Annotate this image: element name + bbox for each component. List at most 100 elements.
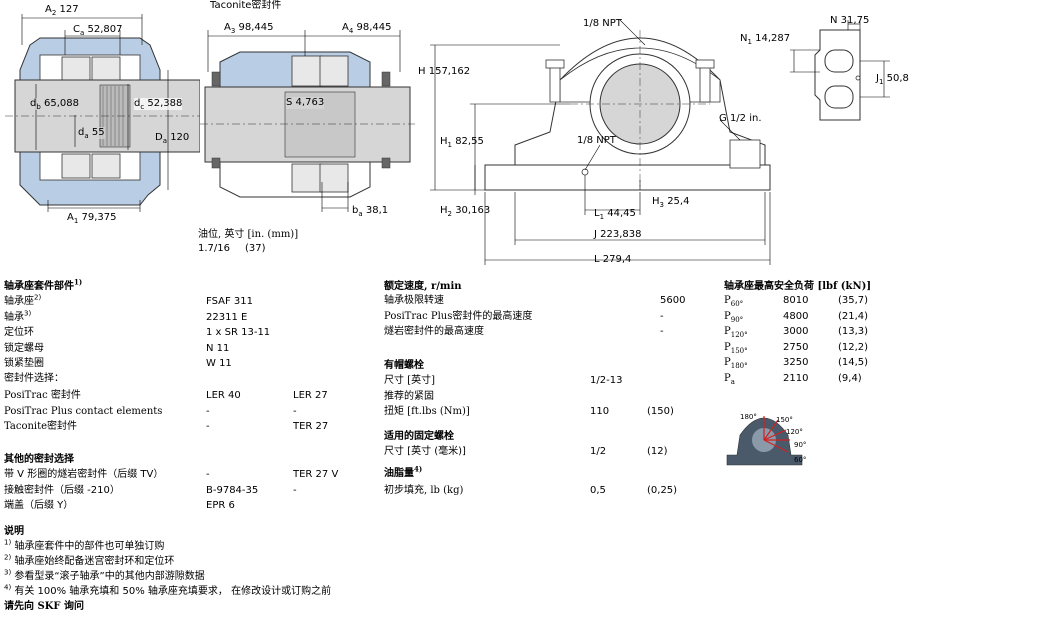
load-value-lbf: 2750 (783, 341, 809, 353)
seal-value-1: - (206, 421, 210, 432)
fixing-bolt-label: 尺寸 [英寸 (毫米)] (384, 446, 466, 457)
load-angle-diagram (722, 410, 812, 470)
note-item: 2) 轴承座始终配备迷宫密封环和定位环 (4, 553, 175, 567)
other-seal-value-2: - (293, 484, 297, 496)
dim-a4: A4 98,445 (342, 22, 392, 35)
dim-l: L 279,4 (594, 254, 632, 265)
grease-value-1: 0,5 (590, 485, 606, 496)
cap-bolt-value-1: 110 (590, 406, 610, 417)
dim-a2: A2 127 (45, 4, 79, 17)
other-seal-label: 接触密封件（后缀 -210） (4, 484, 120, 496)
dim-dc: dc 52,388 (134, 98, 183, 111)
other-seal-heading: 其他的密封选择 (4, 454, 74, 465)
load-value-kn: (12,2) (838, 341, 869, 353)
front-view-drawing (420, 19, 780, 265)
dim-n1: N1 14,287 (740, 33, 791, 46)
other-seal-value-1: B-9784-35 (206, 484, 259, 496)
component-value: 22311 E (206, 311, 248, 323)
seal-heading: 密封件选择： (4, 373, 64, 384)
note-item: 3) 参看型录“滚子轴承”中的其他内部游隙数据 (4, 568, 205, 582)
load-value-kn: (21,4) (838, 310, 869, 322)
component-value: 1 x SR 13-11 (206, 327, 271, 338)
fixing-bolt-heading: 适用的固定螺栓 (384, 431, 454, 442)
load-value-lbf: 3000 (783, 326, 809, 337)
grease-heading: 油脂量4) (384, 464, 423, 479)
oil-level-in: 1.7/16 (198, 243, 230, 254)
load-value-kn: (13,3) (838, 326, 869, 337)
speed-value: 5600 (660, 295, 686, 306)
speed-label: PosiTrac Plus密封件的最高速度 (384, 310, 533, 322)
notes-footer: 请先向 SKF 询问 (4, 601, 84, 612)
notes-heading: 说明 (4, 526, 24, 537)
load-angle-label: 120° (786, 428, 803, 436)
load-angle-label: 180° (740, 413, 757, 421)
load-label: P150° (724, 341, 748, 355)
dim-n: N 31,75 (830, 15, 870, 26)
load-label: P90° (724, 310, 744, 324)
dim-da-outer: Da 120 (155, 132, 190, 145)
component-value: FSAF 311 (206, 296, 253, 307)
load-angle-label: 150° (776, 416, 793, 424)
cap-bolt-label: 推荐的紧固 (384, 390, 434, 402)
other-seal-value-2: TER 27 V (293, 469, 339, 480)
dim-db: db 65,088 (30, 98, 79, 111)
speed-value: - (660, 326, 664, 337)
loads-heading: 轴承座最高安全负荷 [lbf (kN)] (724, 281, 872, 292)
grease-label: 初步填充, lb (kg) (384, 485, 464, 496)
note-item: 4) 有关 100% 轴承充填和 50% 轴承座充填要求， 在修改设计或订购之前 (4, 583, 332, 597)
seal-value-2: TER 27 (293, 421, 329, 432)
load-value-kn: (9,4) (838, 372, 862, 384)
cap-bolt-value-2: (150) (647, 406, 674, 417)
dim-a1: A1 79,375 (67, 212, 117, 225)
seal-label: Taconite密封件 (4, 421, 78, 432)
fixing-bolt-value-2: (12) (647, 446, 668, 457)
speed-label: 燧岩密封件的最高速度 (384, 326, 484, 337)
npt-mid-label: 1/8 NPT (577, 135, 616, 146)
seal-value-1: - (206, 405, 210, 417)
other-seal-value-1: - (206, 469, 210, 480)
dim-a3: A3 98,445 (224, 22, 274, 35)
cap-bolt-label: 扭矩 [ft.lbs (Nm)] (384, 406, 470, 417)
cap-bolt-value-1: 1/2-13 (590, 375, 623, 386)
dim-g: G 1/2 in. (719, 113, 762, 124)
load-value-kn: (35,7) (838, 295, 869, 306)
taconite-section-drawing (200, 12, 415, 217)
dim-h: H 157,162 (418, 66, 471, 77)
fixing-bolt-value-1: 1/2 (590, 446, 607, 457)
dim-ca: Ca 52,807 (73, 24, 123, 37)
note-item: 1) 轴承座套件中的部件也可单独订购 (4, 538, 165, 552)
load-value-kn: (14,5) (838, 357, 869, 368)
npt-top-label: 1/8 NPT (583, 18, 622, 29)
load-value-lbf: 2110 (783, 372, 809, 384)
load-label: P180° (724, 357, 748, 370)
components-heading: 轴承座套件部件1) (4, 277, 83, 292)
dim-h2: H2 30,163 (440, 205, 491, 218)
seal-label: PosiTrac 密封件 (4, 390, 81, 401)
oil-level-label: 油位, 英寸 [in. (mm)] (198, 229, 299, 240)
other-seal-label: 端盖（后缀 Y） (4, 500, 74, 511)
load-label: Pa (724, 372, 735, 386)
load-value-lbf: 3250 (783, 357, 809, 368)
component-value: N 11 (206, 342, 230, 354)
foot-detail-drawing (780, 20, 890, 130)
component-label: 锁紧垫圈 (4, 358, 44, 369)
seal-label: PosiTrac Plus contact elements (4, 405, 163, 417)
load-value-lbf: 8010 (783, 295, 809, 306)
seal-value-2: - (293, 405, 297, 417)
component-label: 锁定螺母 (4, 342, 44, 354)
seal-value-1: LER 40 (206, 390, 241, 401)
load-value-lbf: 4800 (783, 310, 809, 322)
component-value: W 11 (206, 358, 232, 369)
dim-s: S 4,763 (286, 97, 325, 109)
dim-da: da 55 (78, 127, 105, 140)
dim-h1: H1 82,55 (440, 136, 484, 149)
left-section-drawing (0, 0, 201, 230)
grease-value-2: (0,25) (647, 485, 678, 496)
speed-value: - (660, 310, 664, 322)
taconite-title: Taconite密封件 (210, 0, 282, 11)
dim-h3: H3 25,4 (652, 196, 690, 209)
component-label: 轴承3) (4, 309, 32, 323)
dim-l1: L1 44,45 (594, 208, 636, 221)
cap-bolt-heading: 有帽螺栓 (384, 360, 424, 371)
speed-heading: 额定速度, r/min (384, 281, 462, 292)
